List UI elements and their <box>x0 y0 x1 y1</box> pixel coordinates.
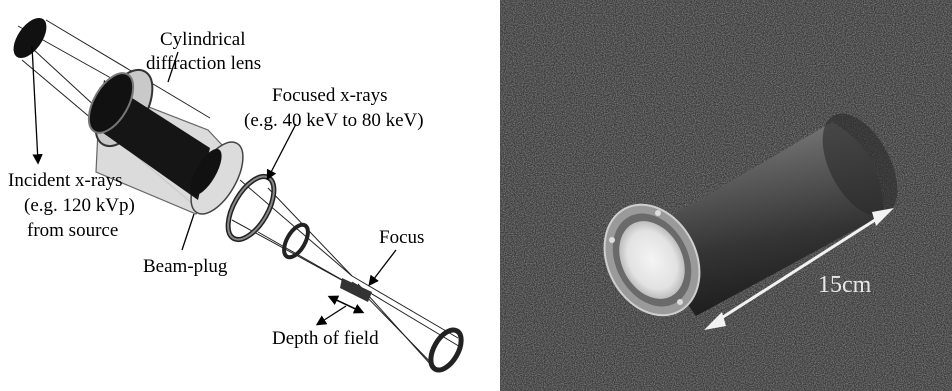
label-incident-line1: Incident x-rays <box>8 170 122 191</box>
label-incident-line2: (e.g. 120 kVp) <box>24 195 135 216</box>
label-focus: Focus <box>379 227 424 248</box>
label-incident-line3: from source <box>27 220 118 241</box>
diverging-beam-ring <box>425 325 468 375</box>
label-focused-line2: (e.g. 40 keV to 80 keV) <box>244 110 424 131</box>
lens-photograph: 15cm <box>500 0 952 391</box>
label-focused-line1: Focused x-rays <box>272 85 388 106</box>
label-lens-line1: Cylindrical <box>160 29 245 50</box>
focus-region <box>340 278 372 302</box>
scale-label: 15cm <box>818 272 872 298</box>
label-depth-of-field: Depth of field <box>272 328 379 349</box>
label-beam-plug: Beam-plug <box>143 256 228 277</box>
lens-schematic-diagram: Cylindrical diffraction lens Focused x-r… <box>0 0 500 391</box>
label-lens-line2: diffraction lens <box>146 53 261 74</box>
focused-beam-ring-small <box>279 221 313 261</box>
